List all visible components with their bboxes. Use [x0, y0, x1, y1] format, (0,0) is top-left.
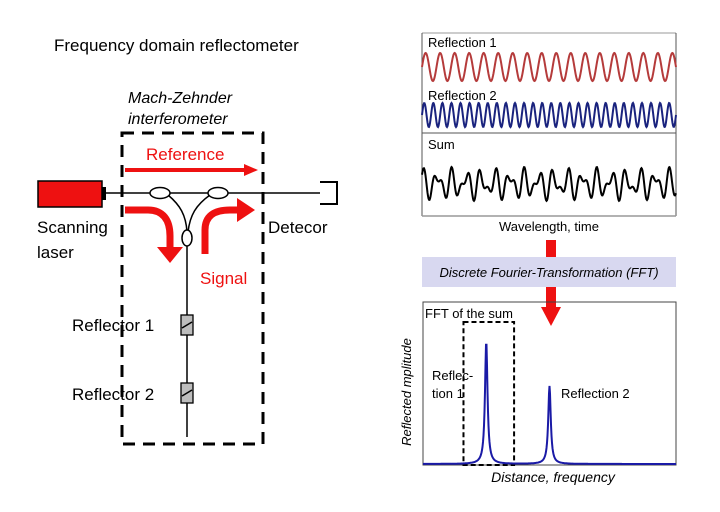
reference-label: Reference [146, 145, 224, 164]
interferometer-label-line2: interferometer [128, 111, 228, 128]
sum-wave [421, 165, 677, 203]
fft-chart-title: FFT of the sum [425, 306, 513, 321]
diagram-title: Frequency domain reflectometer [54, 36, 299, 55]
fft-step-band [422, 257, 676, 287]
fft-chart: FFT of the sum Reflec- tion 1 Reflection… [399, 301, 677, 485]
coupler-2 [207, 186, 229, 200]
reflection2-label: Reflection 2 [428, 88, 497, 103]
reflection1-window [462, 321, 516, 466]
peak1-label-line1: Reflec- [432, 368, 473, 383]
detector-icon [320, 181, 338, 205]
peak2-label: Reflection 2 [561, 386, 630, 401]
fft-curve [423, 343, 676, 465]
fft-arrow-top [546, 240, 556, 258]
signal-out-arrow [201, 198, 255, 254]
interferometer-label-line1: Mach-Zehnder [128, 90, 233, 107]
laser-label-line2: laser [37, 243, 74, 262]
fft-step-label: Discrete Fourier-Transformation (FFT) [439, 265, 658, 280]
reflection1-label: Reflection 1 [428, 35, 497, 50]
signal-in-arrow [125, 206, 183, 263]
fft-xlabel: Distance, frequency [491, 469, 616, 485]
reference-arrow [125, 164, 258, 176]
reflector-2 [180, 382, 194, 404]
coupler-3 [181, 229, 193, 247]
coupler-network [149, 186, 229, 437]
coupler-1 [149, 186, 171, 200]
fft-ylabel: Reflected mplitude [399, 338, 414, 446]
waveform-xlabel: Wavelength, time [499, 219, 599, 234]
sum-label: Sum [428, 137, 455, 152]
reflector-2-label: Reflector 2 [72, 385, 154, 404]
scanning-laser [37, 180, 106, 208]
signal-label: Signal [200, 269, 247, 288]
interferometer-box [120, 131, 265, 446]
fft-arrow-bottom [541, 287, 561, 326]
reflector-1-label: Reflector 1 [72, 316, 154, 335]
fft-chart-frame [422, 301, 677, 466]
reflection1-wave [421, 51, 677, 83]
laser-label-line1: Scanning [37, 218, 108, 237]
reflection2-wave [421, 101, 677, 129]
peak1-label-line2: tion 1 [432, 386, 464, 401]
reflector-1 [180, 314, 194, 336]
detector-label: Detecor [268, 218, 328, 237]
